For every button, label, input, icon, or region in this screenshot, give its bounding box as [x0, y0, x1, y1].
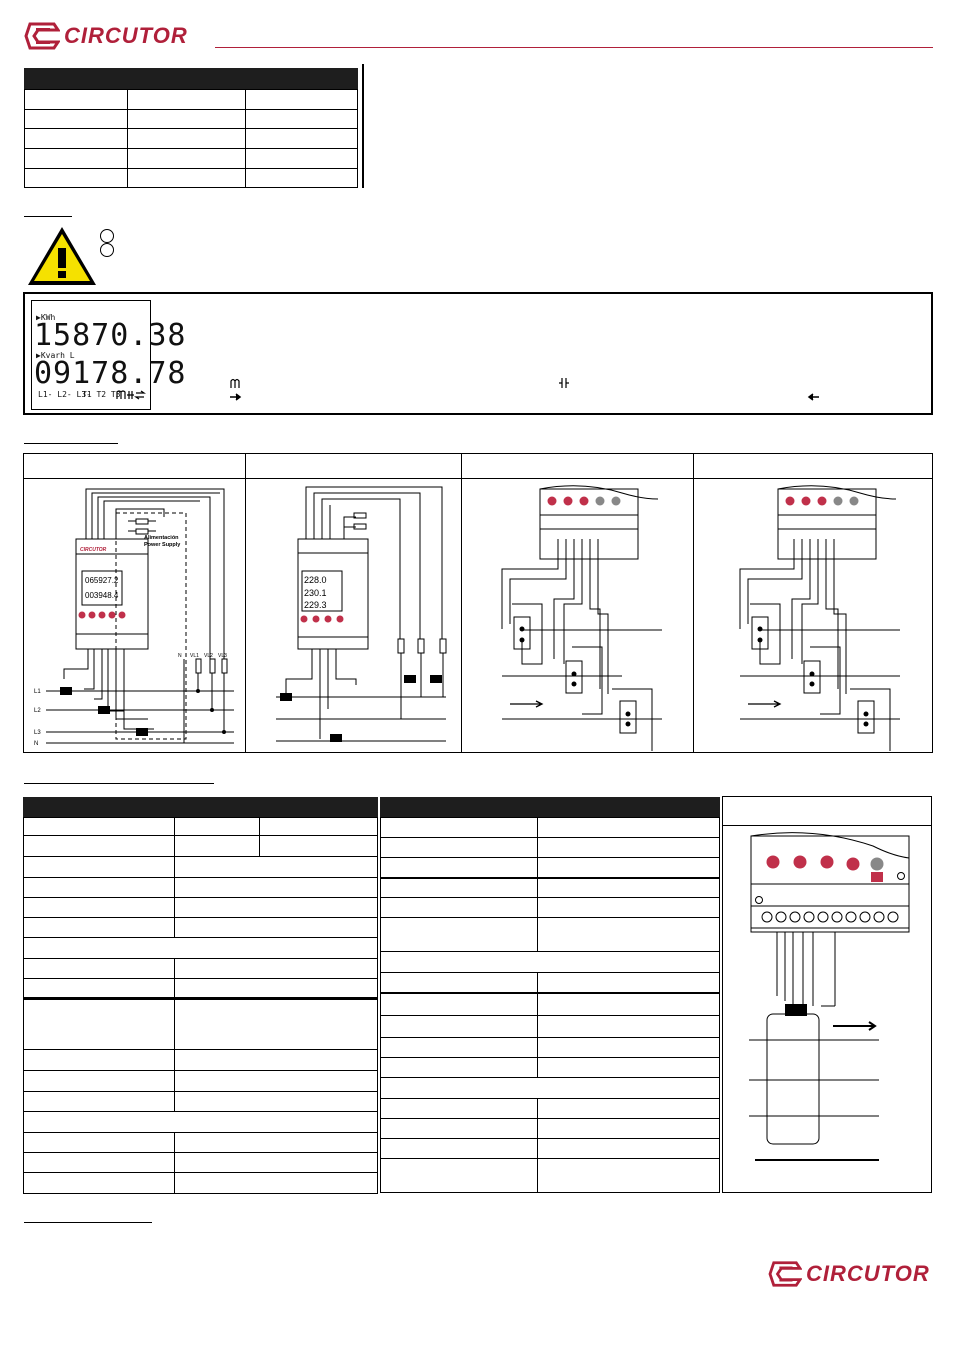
d1-brand: CIRCUTOR [80, 547, 107, 553]
lcd-section [23, 292, 933, 415]
illustration-box [722, 796, 932, 1193]
wiring-header-line [23, 478, 933, 479]
illustration-box-header-line [722, 825, 932, 826]
lcd-value1: 15870.38 [34, 318, 187, 353]
lcd-unit1: ▶KWh [36, 313, 56, 322]
capacitor-icon [559, 378, 569, 388]
section-underline-2 [24, 443, 118, 444]
wiring-diagram-3 [501, 485, 662, 751]
power-supply-label-1: Alimentación [144, 535, 179, 541]
lcd-status-icons [116, 390, 146, 400]
v-label-l1: VL1 [190, 653, 199, 659]
spec-table-left [23, 797, 378, 1194]
lcd-display: ▶KWh 15870.38 ▶Kvarh L 09178.78 L1- L2- … [31, 300, 186, 410]
section-underline-1 [24, 216, 72, 217]
v-label-l2: VL2 [204, 653, 213, 659]
brand-name: CIRCUTOR [64, 23, 188, 48]
d1-display-value2: 003948.4 [85, 591, 119, 600]
spec-table-left-header [23, 797, 378, 817]
v-label-l3: VL3 [218, 653, 227, 659]
line-l3: L3 [34, 730, 41, 736]
d2-display-value1: 228.0 [304, 575, 327, 585]
top-table-grid [24, 89, 358, 188]
illustration-meter [749, 832, 910, 1161]
top-table-header [24, 68, 358, 89]
wiring-col-div-2 [461, 453, 462, 753]
d1-display-value1: 065927.2 [85, 576, 119, 585]
wiring-diagram-1: Alimentación Power Supply 065927.2 00394… [34, 488, 234, 747]
d2-display-value2: 230.1 [304, 588, 327, 598]
section-underline-4 [24, 1222, 152, 1223]
lcd-tariffs: T1 T2 T3 [82, 390, 121, 399]
warning-triangle-icon [28, 227, 96, 285]
line-l1: L1 [34, 689, 41, 695]
lcd-phases: L1- L2- L3- [38, 390, 91, 399]
d2-display-value3: 229.3 [304, 600, 327, 610]
spec-table-right [380, 797, 720, 1193]
circutor-c-icon-footer [768, 1261, 802, 1287]
spec-table-right-header [380, 797, 720, 817]
circle-icon-2 [100, 243, 114, 257]
wiring-col-div-3 [693, 453, 694, 753]
section-underline-3 [24, 783, 214, 784]
top-table [24, 68, 358, 188]
circutor-c-icon [24, 22, 60, 50]
brand-name-footer: CIRCUTOR [806, 1261, 930, 1286]
lcd-value2: 09178.78 [34, 356, 187, 391]
power-supply-label-2: Power Supply [144, 542, 181, 548]
wiring-diagrams-box [23, 453, 933, 753]
circle-icon-1 [100, 229, 114, 243]
pulse-icon [230, 378, 240, 388]
wiring-diagram-4 [739, 485, 900, 751]
brand-logo-header: CIRCUTOR [24, 20, 188, 52]
wiring-diagram-2: 228.0 230.1 229.3 [276, 486, 447, 742]
v-label-n: N [178, 653, 182, 659]
header-rule [215, 47, 933, 48]
wiring-col-div-1 [245, 453, 246, 753]
line-l2: L2 [34, 708, 41, 714]
arrow-right-icon [230, 393, 242, 401]
brand-logo-footer: CIRCUTOR [768, 1259, 930, 1289]
lcd-unit2: ▶Kvarh L [36, 351, 75, 360]
line-n: N [34, 741, 38, 747]
vertical-divider [362, 64, 364, 188]
arrow-left-icon [807, 393, 819, 401]
